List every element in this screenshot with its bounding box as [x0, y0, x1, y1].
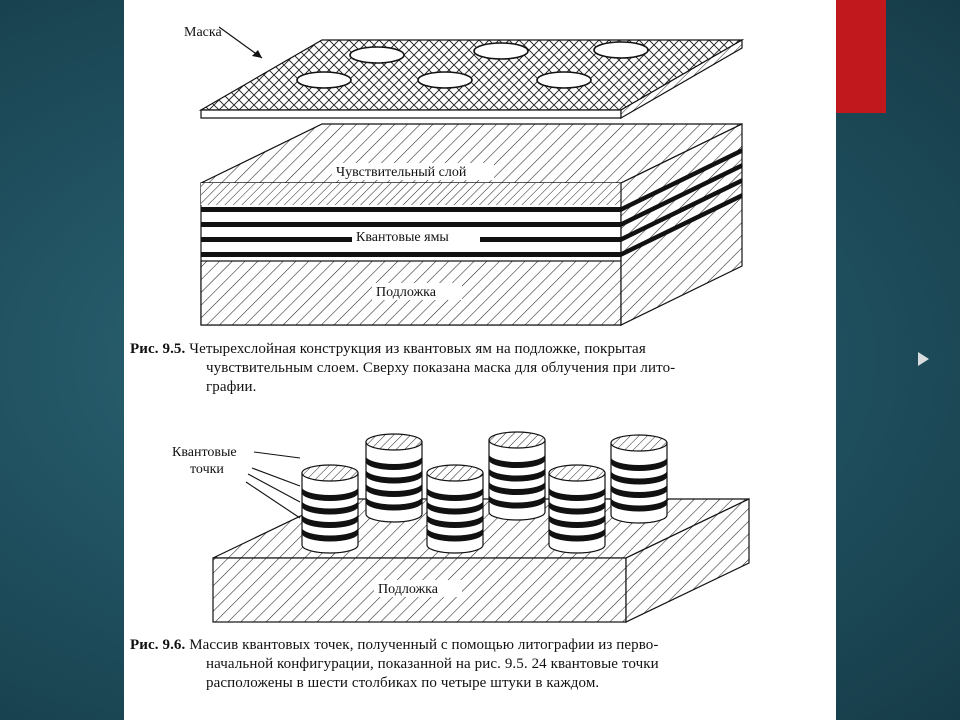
quantum-dot-pillar: [365, 433, 423, 523]
quantum-dot: [302, 514, 358, 528]
quantum-dot: [366, 456, 422, 470]
caption-9-5-line2: чувствительным слоем. Сверху показана ма…: [206, 360, 676, 376]
quantum-dot: [366, 496, 422, 511]
sensitive-layer-label: Чувствительный слой: [336, 165, 467, 180]
mask-label: Маска: [184, 25, 222, 40]
caption-9-5-line1: Четырехслойная конструкция из квантовых …: [189, 341, 646, 357]
quantum-dot: [489, 494, 545, 509]
quantum-dot: [302, 527, 358, 542]
quantum-dot-pillar: [488, 431, 546, 521]
quantum-dot-pillar: [301, 464, 359, 554]
red-accent-bar: [836, 0, 886, 113]
quantum-dot: [427, 500, 484, 515]
quantum-dot: [489, 454, 545, 468]
caption-fig-9-6: Рис. 9.6. Массив квантовых точек, получе…: [130, 636, 830, 693]
mask-plate: [198, 38, 745, 120]
quantum-dot: [611, 484, 667, 498]
caption-9-6-number: Рис. 9.6.: [130, 637, 186, 653]
quantum-dot: [427, 514, 483, 528]
caption-9-6-line2: начальной конфигурации, показанной на ри…: [206, 656, 659, 672]
caption-9-5-line3: графии.: [206, 379, 257, 395]
quantum-dot: [611, 470, 667, 485]
quantum-dots-label-line2: точки: [190, 462, 224, 477]
caption-9-6-line3: расположены в шести столбиках по четыре …: [206, 675, 600, 691]
quantum-dot: [549, 487, 605, 501]
quantum-dot: [302, 487, 358, 501]
quantum-dot: [611, 457, 667, 471]
layer-block: [200, 123, 743, 326]
quantum-dot-pillar: [610, 434, 668, 524]
quantum-dot: [489, 467, 545, 482]
quantum-dot: [366, 469, 422, 484]
quantum-dot: [427, 527, 484, 542]
caption-9-6-line1: Массив квантовых точек, полученный с пом…: [189, 637, 659, 653]
quantum-dot: [302, 500, 358, 515]
quantum-wells-label: Квантовые ямы: [356, 230, 449, 245]
quantum-dot: [549, 527, 605, 542]
quantum-dot-pillar: [426, 464, 484, 554]
caption-9-5-number: Рис. 9.5.: [130, 341, 186, 357]
mask-pointer-arrow: [218, 26, 263, 59]
quantum-dot: [427, 487, 483, 501]
quantum-dots-pointer-lines: [245, 451, 301, 519]
quantum-dot: [549, 514, 605, 528]
textbook-page: Маска Чувствительны: [124, 0, 836, 720]
quantum-dot: [366, 483, 422, 497]
quantum-dot: [549, 500, 605, 515]
caption-fig-9-5: Рис. 9.5. Четырехслойная конструкция из …: [130, 340, 830, 397]
quantum-dot-pillars: [301, 431, 668, 554]
next-slide-arrow-icon[interactable]: [918, 352, 929, 366]
substrate-label-9-5: Подложка: [376, 285, 437, 300]
figures-svg: Маска Чувствительны: [172, 25, 750, 623]
quantum-dot-pillar: [548, 464, 606, 554]
quantum-dot: [489, 481, 545, 495]
quantum-dots-label-line1: Квантовые: [172, 445, 237, 460]
quantum-dot: [611, 497, 667, 512]
substrate-label-9-6: Подложка: [378, 582, 439, 597]
